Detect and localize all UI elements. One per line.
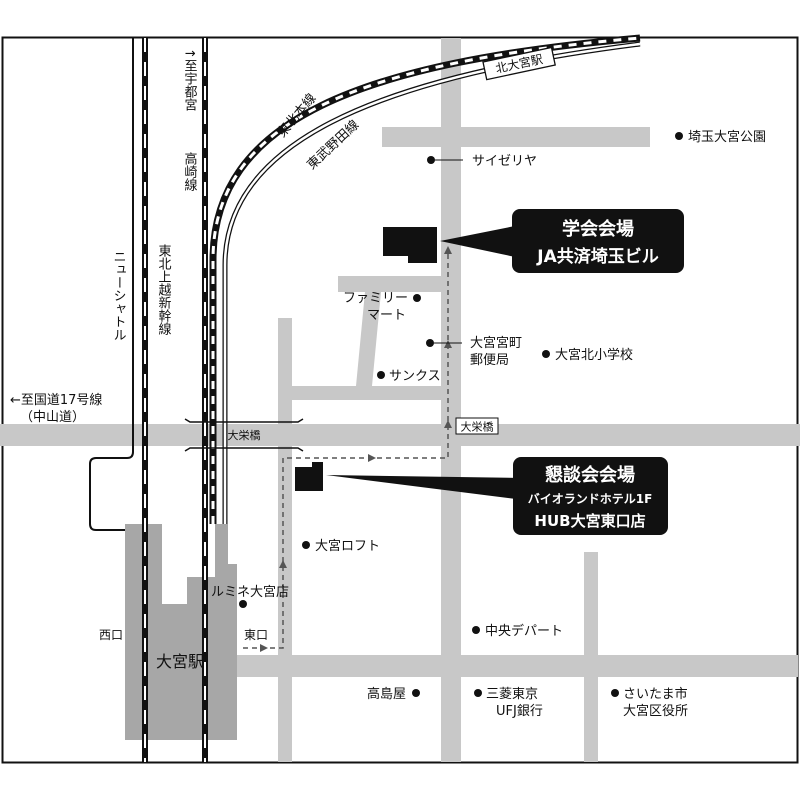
- takashimaya-label: 高島屋: [367, 686, 406, 702]
- omiya-loft-label: 大宮ロフト: [315, 538, 380, 554]
- saizeriya-marker: [427, 156, 435, 164]
- route-arrow-up-icon: [444, 420, 452, 428]
- venue-buildings: [295, 227, 437, 491]
- omiya-loft-marker: [302, 541, 310, 549]
- sunkus-marker: [377, 371, 385, 379]
- road-network: [0, 38, 800, 762]
- reception-callout: 懇談会会場 バイオランドホテル1F HUB大宮東口店: [326, 457, 668, 535]
- conference-title: 学会会場: [562, 218, 634, 240]
- mufg-label-line2: UFJ銀行: [496, 704, 543, 719]
- east-lane: [584, 552, 598, 762]
- east-exit-label: 東口: [244, 628, 268, 642]
- daiei-bridge-sign-label: 大栄橋: [461, 420, 494, 434]
- route-arrows: [260, 246, 452, 652]
- east-exit-plate: [241, 626, 271, 642]
- takasaki-line-label: 高崎線: [182, 151, 198, 191]
- main-vertical-street: [441, 38, 461, 762]
- omiya-park-marker: [675, 132, 683, 140]
- post-office-marker: [426, 339, 434, 347]
- daiei-bridge-sign: [455, 417, 499, 435]
- route-arrow-up-icon: [279, 560, 287, 568]
- callout-box: [513, 457, 668, 535]
- bioland-hotel-building: [295, 462, 323, 491]
- post-office-label-line2: 郵便局: [470, 353, 509, 368]
- station-shape: [125, 524, 237, 740]
- daiei-road: [0, 424, 800, 446]
- sunkus-street: [290, 386, 441, 400]
- tohoku-main-line-track: [209, 34, 641, 524]
- sunkus-label: サンクス: [389, 369, 441, 384]
- mufg-label-line1: 三菱東京: [486, 686, 538, 702]
- familymart-label-line1: ファミリー: [343, 291, 408, 306]
- ward-office-label-line2: 大宮区役所: [623, 703, 688, 719]
- west-lane-north: [278, 318, 292, 424]
- diagonal-lane: [356, 292, 381, 386]
- lumine-label: ルミネ大宮店: [211, 584, 289, 600]
- north-cross-street: [382, 127, 650, 147]
- kita-elementary-marker: [542, 350, 550, 358]
- route-arrow-up-icon: [444, 340, 452, 348]
- new-shuttle-line: [89, 38, 134, 531]
- south-cross-street: [232, 655, 798, 677]
- callout-pointer: [440, 225, 520, 258]
- conference-callout: 学会会場 JA共済埼玉ビル: [440, 209, 684, 273]
- map-frame: [1, 36, 799, 764]
- landmark-markers: [239, 132, 683, 697]
- post-office-label-line1: 大宮宮町: [470, 335, 522, 351]
- saizeriya-label: サイゼリヤ: [472, 154, 537, 169]
- reception-venue-shop: HUB大宮東口店: [534, 512, 645, 530]
- road-labels: ←至国道17号線 （中山道） 大栄橋 大栄橋: [10, 392, 499, 442]
- route-arrow-up-icon: [444, 246, 452, 254]
- ward-office-label-line1: さいたま市: [623, 686, 688, 702]
- lumine-marker: [239, 600, 247, 608]
- ward-office-marker: [611, 689, 619, 697]
- utsunomiya-label: ↑至宇都宮: [182, 48, 198, 111]
- route-arrow-right-icon: [368, 454, 376, 462]
- daiei-bridge-markers: [184, 418, 304, 452]
- nakasendo-label: （中山道）: [20, 410, 85, 425]
- route-arrow-right-icon: [260, 644, 268, 652]
- omiya-station-building: [125, 524, 237, 740]
- reception-title: 懇談会会場: [545, 464, 635, 486]
- familymart-marker: [413, 294, 421, 302]
- chuo-department-marker: [472, 626, 480, 634]
- omiya-park-label: 埼玉大宮公園: [688, 129, 766, 145]
- callout-pointer: [326, 475, 524, 500]
- landmark-labels: サイゼリヤ 埼玉大宮公園 ファミリー マート 大宮宮町 郵便局 大宮北小学校 サ…: [211, 129, 766, 719]
- omiya-station-label: 大宮駅: [156, 652, 204, 671]
- west-lane-south: [278, 446, 292, 762]
- mufg-marker: [474, 689, 482, 697]
- chuo-department-label: 中央デパート: [485, 623, 563, 639]
- walking-route: [243, 252, 449, 649]
- shinkansen-label: 東北上越新幹線: [156, 243, 172, 335]
- kita-elementary-label: 大宮北小学校: [555, 347, 633, 363]
- ja-kyosai-saitama-building: [383, 227, 437, 263]
- west-exit-label: 西口: [99, 628, 123, 642]
- conference-venue-name: JA共済埼玉ビル: [536, 246, 658, 267]
- route17-label: ←至国道17号線: [10, 392, 102, 408]
- takashimaya-marker: [412, 689, 420, 697]
- familymart-label-line2: マート: [367, 308, 406, 323]
- callout-box: [512, 209, 684, 273]
- station-labels: 大宮駅 西口 東口: [99, 626, 271, 671]
- new-shuttle-label: ニューシャトル: [111, 250, 126, 341]
- daiei-bridge-label: 大栄橋: [228, 428, 261, 442]
- reception-venue-name: バイオランドホテル1F: [528, 492, 653, 506]
- familymart-street: [338, 276, 441, 292]
